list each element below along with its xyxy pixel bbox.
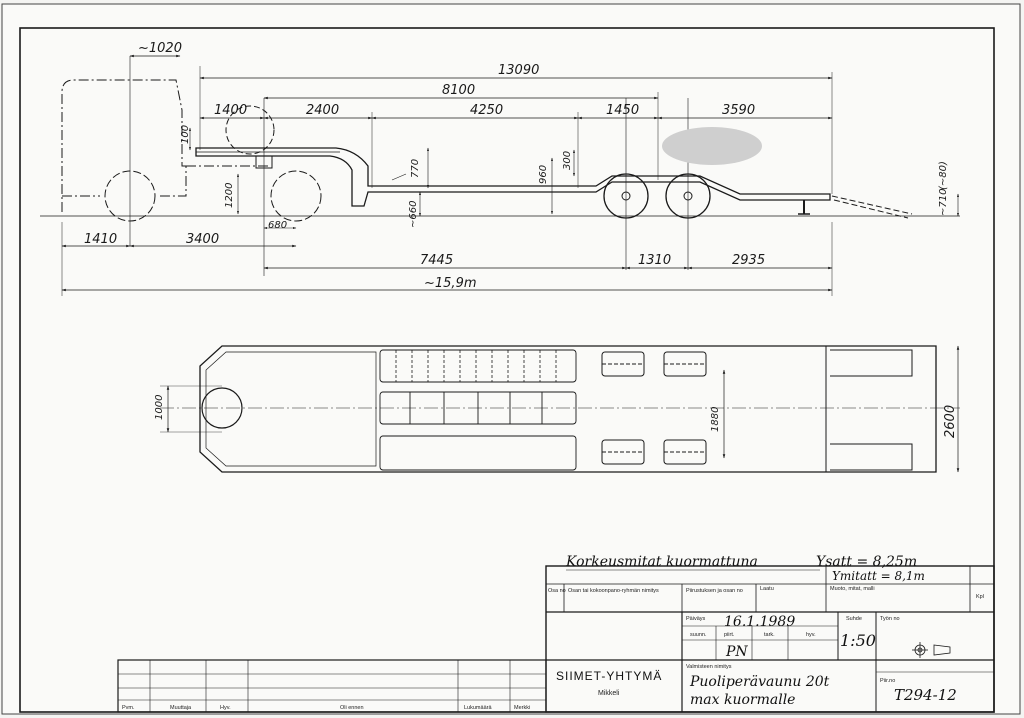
dim-1400: 1400 <box>214 103 247 118</box>
smudge-mark <box>662 127 762 165</box>
tb-osan-nimitys-label: Osan tai kokoonpano-ryhmän nimitys <box>568 588 659 594</box>
dim-1200: 1200 <box>224 183 235 208</box>
tb-suhde: 1:50 <box>840 631 876 650</box>
plan-ramp-1 <box>830 349 913 377</box>
tb-tark-label: tark. <box>764 632 775 638</box>
plan-outline <box>199 345 937 473</box>
dim-3400: 3400 <box>186 232 219 247</box>
dim-80: (~80) <box>938 161 949 190</box>
dim-960: 960 <box>538 165 549 184</box>
plan-wheels <box>601 351 707 465</box>
dim-1020: ~1020 <box>138 41 182 56</box>
revision-block <box>117 659 547 713</box>
projection-symbol-icon <box>912 642 951 658</box>
dim-4250: 4250 <box>470 103 503 118</box>
note-heights: Korkeusmitat kuormattuna <box>565 554 758 570</box>
title-block <box>545 565 995 713</box>
tb-product-line2: max kuormalle <box>690 692 795 708</box>
ramp-lowered <box>831 195 913 215</box>
dim-1880: 1880 <box>710 407 721 432</box>
tb-product-line1: Puoliperävaunu 20t <box>689 674 830 690</box>
dim-2600: 2600 <box>943 405 958 438</box>
tb-paivays: 16.1.1989 <box>724 614 795 630</box>
dim-1450: 1450 <box>606 103 639 118</box>
note-ysatt: Ysatt = 8,25m <box>816 554 917 570</box>
trailer-wheel-2 <box>665 173 711 219</box>
tb-valmisteen-label: Valmisteen nimitys <box>686 664 732 670</box>
tb-piir-no-label: Piir.no <box>880 678 895 684</box>
tb-company: SIIMET-YHTYMÄ <box>556 669 662 683</box>
trailer-body <box>195 147 831 207</box>
dim-1410: 1410 <box>84 232 117 247</box>
dim-100: 100 <box>180 125 191 144</box>
tb-city: Mikkeli <box>598 690 620 697</box>
truck-rear-wheel <box>270 170 322 222</box>
tb-suhde-label: Suhde <box>846 616 862 622</box>
rev-oli-ennen: Oli ennen <box>340 705 364 711</box>
kingpin <box>255 155 273 169</box>
tb-initials: PN <box>725 644 748 660</box>
dim-680: 680 <box>268 220 287 231</box>
tb-hyv-label: hyv. <box>806 632 816 638</box>
dim-2400: 2400 <box>306 103 339 118</box>
rev-pvm: Pvm. <box>122 705 135 711</box>
truck-cab-outline <box>61 79 187 212</box>
dim-7445: 7445 <box>420 253 453 268</box>
rev-lukumaara: Lukumäärä <box>464 705 492 711</box>
tb-piirustuksen-no-label: Piirustuksen ja osan no <box>686 588 743 594</box>
tb-piirt-label: piirt. <box>724 632 735 638</box>
side-view: ~1020 13090 8100 1400 2400 4250 1450 359… <box>40 41 960 296</box>
dim-total-length: ~15,9m <box>424 276 477 291</box>
tb-kpl-label: Kpl <box>976 594 984 600</box>
tb-drawing-no: T294-12 <box>894 686 957 704</box>
dim-3590: 3590 <box>722 103 755 118</box>
rev-muuttaja: Muuttaja <box>170 705 192 711</box>
tb-mitat-label: Muoto, mitat, malli <box>830 586 875 592</box>
spare-wheel <box>225 105 275 155</box>
plan-ramp-2 <box>830 443 913 471</box>
tb-osa-no-label: Osa no <box>548 588 566 594</box>
dim-660: ~660 <box>408 201 419 228</box>
tb-paivays-label: Päiväys <box>686 616 706 622</box>
tb-tyon-no-label: Työn no <box>880 616 900 622</box>
tb-laatu-label: Laatu <box>760 586 774 592</box>
note-ymitatt: Ymitatt = 8,1m <box>832 569 925 583</box>
tb-suunn-label: suunn. <box>690 632 707 638</box>
rev-merkki: Merkki <box>514 705 530 711</box>
dim-770: 770 <box>410 159 421 178</box>
dim-300: 300 <box>562 151 573 170</box>
sheet-outer-border <box>1 3 1021 715</box>
dim-710: ~710 <box>938 189 949 216</box>
dim-1000: 1000 <box>154 395 165 420</box>
dim-13090: 13090 <box>498 63 539 78</box>
dim-8100: 8100 <box>442 83 475 98</box>
dim-1310: 1310 <box>638 253 671 268</box>
rev-hyv: Hyv. <box>220 705 231 711</box>
plan-kingpin-circle <box>201 387 243 429</box>
trailer-wheel-1 <box>603 173 649 219</box>
plan-view: 1000 1880 2600 <box>154 345 960 473</box>
dim-2935: 2935 <box>732 253 765 268</box>
